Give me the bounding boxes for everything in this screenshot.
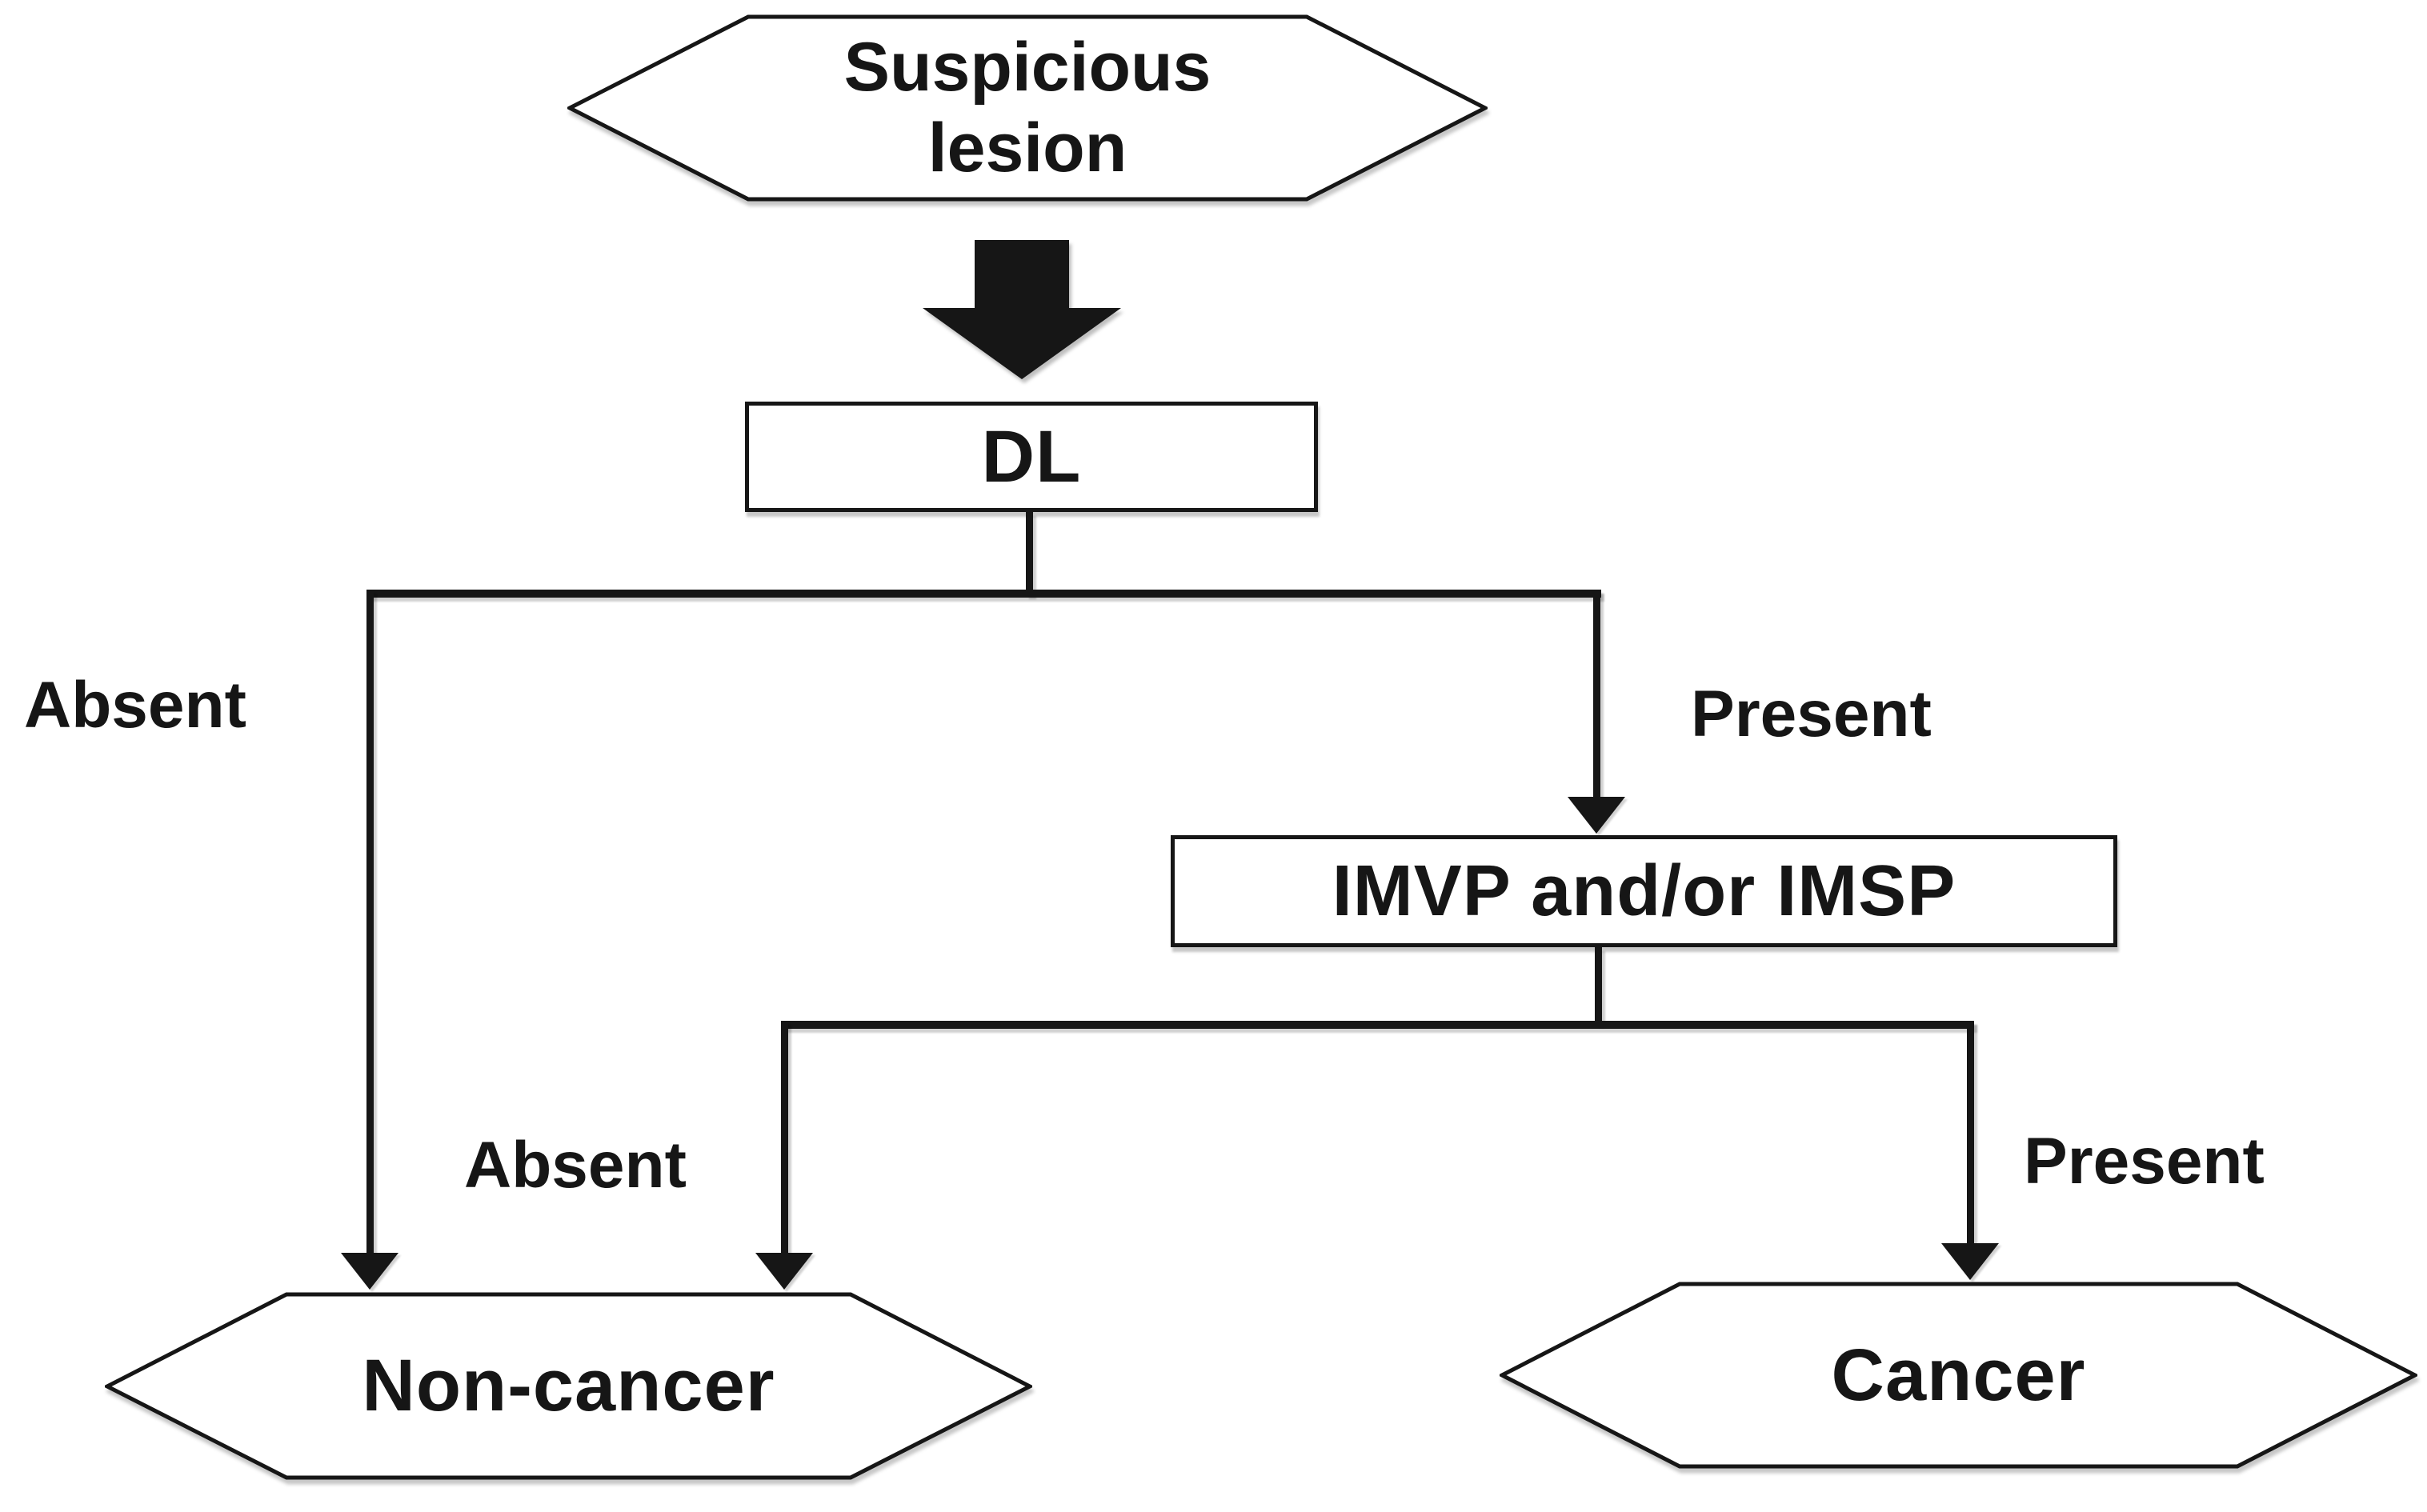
- edge-dl-absent-line: [366, 590, 374, 1253]
- node-label-text: Non-cancer: [362, 1345, 775, 1426]
- arrowhead-imvp-absent-icon: [755, 1253, 813, 1290]
- hexagon-shape: [567, 14, 1488, 202]
- edge-dl-stub-line: [1026, 512, 1033, 595]
- edge-dl-branch-horizontal-line: [366, 590, 1601, 598]
- down-block-arrow-icon: [923, 240, 1121, 379]
- node-imvp-imsp: IMVP and/or IMSP: [1171, 835, 2117, 947]
- node-suspicious-lesion: Suspicious lesion: [567, 14, 1488, 202]
- node-non-cancer: Non-cancer: [105, 1292, 1032, 1480]
- edge-label-dl-absent: Absent: [24, 669, 246, 742]
- node-label: Non-cancer: [105, 1292, 1032, 1480]
- hexagon-shape: [105, 1292, 1032, 1480]
- edge-label-imvp-present: Present: [2024, 1125, 2265, 1198]
- arrowhead-dl-absent-icon: [341, 1253, 398, 1290]
- node-label: Cancer: [1500, 1282, 2417, 1469]
- node-cancer: Cancer: [1500, 1282, 2417, 1469]
- node-label-line1: Suspicious: [843, 28, 1211, 106]
- arrowhead-dl-present-icon: [1568, 797, 1625, 834]
- edge-label-dl-present: Present: [1691, 678, 1932, 750]
- node-dl: DL: [745, 402, 1318, 512]
- edge-imvp-absent-line: [781, 1021, 788, 1253]
- edge-label-imvp-absent: Absent: [464, 1129, 687, 1202]
- edge-imvp-stub-line: [1595, 947, 1602, 1024]
- node-label: Suspicious lesion: [567, 14, 1488, 202]
- edge-imvp-present-line: [1967, 1021, 1974, 1243]
- node-label: IMVP and/or IMSP: [1332, 850, 1956, 931]
- node-label: DL: [981, 415, 1082, 498]
- node-label-text: Cancer: [1831, 1334, 2086, 1416]
- hexagon-shape: [1500, 1282, 2417, 1469]
- arrowhead-imvp-present-icon: [1941, 1243, 1999, 1280]
- edge-imvp-branch-horizontal-line: [781, 1021, 1974, 1029]
- edge-dl-present-line: [1593, 590, 1600, 797]
- node-label-line2: lesion: [927, 110, 1127, 186]
